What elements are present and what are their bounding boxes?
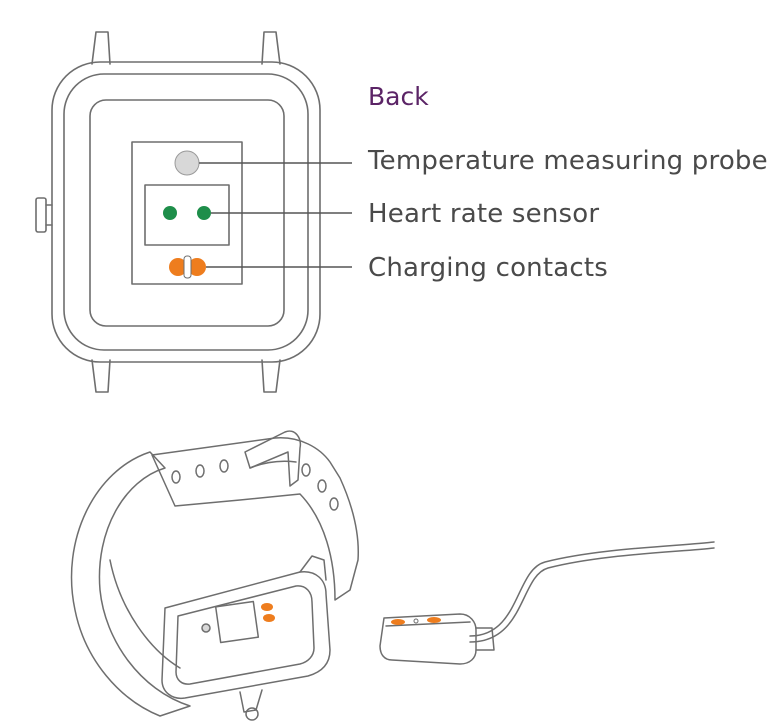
connector-pin-right — [427, 617, 441, 623]
watch-lug-upper — [299, 555, 327, 581]
watch-case-bottom-inner — [175, 585, 315, 685]
buckle-pin — [249, 460, 297, 469]
charging-connector — [379, 613, 477, 665]
heart-sensor-right — [197, 206, 211, 220]
bottom-orange-contacts — [261, 603, 441, 625]
strap-hole-3 — [219, 459, 229, 473]
watch-crown-small — [245, 707, 259, 721]
section-title-back: Back — [368, 82, 429, 111]
watch-contact-upper — [261, 603, 273, 611]
strap-hole-5 — [317, 479, 327, 493]
heart-sensor-window — [144, 184, 230, 246]
connector-center-pin — [413, 618, 419, 624]
strap-top-band — [151, 437, 360, 601]
watch-case-outer — [51, 61, 321, 363]
mini-probe — [201, 623, 211, 633]
charging-contact-left — [169, 258, 187, 276]
connector-neck — [475, 627, 495, 651]
charging-connector-tip — [385, 621, 471, 627]
charging-cable-2 — [469, 547, 715, 643]
watch-case-inner — [63, 73, 309, 351]
charging-contacts-icon — [169, 255, 206, 279]
heart-sensor-left — [163, 206, 177, 220]
callout-lines — [199, 162, 352, 268]
charging-contact-right — [188, 258, 206, 276]
watch-bottom-lug-right — [261, 359, 281, 393]
strap-outer — [70, 451, 191, 717]
charging-cable — [469, 541, 715, 637]
strap-inner-curve — [109, 559, 181, 669]
strap-hole-6 — [329, 497, 339, 511]
label-charging-contacts: Charging contacts — [368, 253, 609, 283]
connector-pin-left — [391, 619, 405, 625]
charging-contact-bridge — [183, 255, 192, 279]
watch-top-lug-left — [91, 31, 111, 65]
watch-crown-neck — [45, 204, 53, 226]
watch-crown — [35, 197, 47, 233]
watch-back-illustration — [35, 31, 321, 393]
watch-bottom-lug-left — [91, 359, 111, 393]
label-heart-rate-sensor: Heart rate sensor — [368, 199, 600, 229]
strap-hole-4 — [301, 463, 311, 477]
label-temperature-probe: Temperature measuring probe — [368, 146, 768, 176]
strap-hole-2 — [195, 464, 205, 478]
watch-case-bottom — [161, 571, 331, 700]
watch-charging-illustration — [70, 430, 715, 721]
mini-sensor-window — [214, 600, 260, 644]
watch-top-lug-right — [261, 31, 281, 65]
watch-lug-lower — [239, 689, 263, 713]
strap-hole-1 — [171, 470, 181, 484]
strap-buckle — [244, 430, 302, 487]
temperature-probe — [174, 150, 200, 176]
watch-contact-lower — [263, 614, 275, 622]
